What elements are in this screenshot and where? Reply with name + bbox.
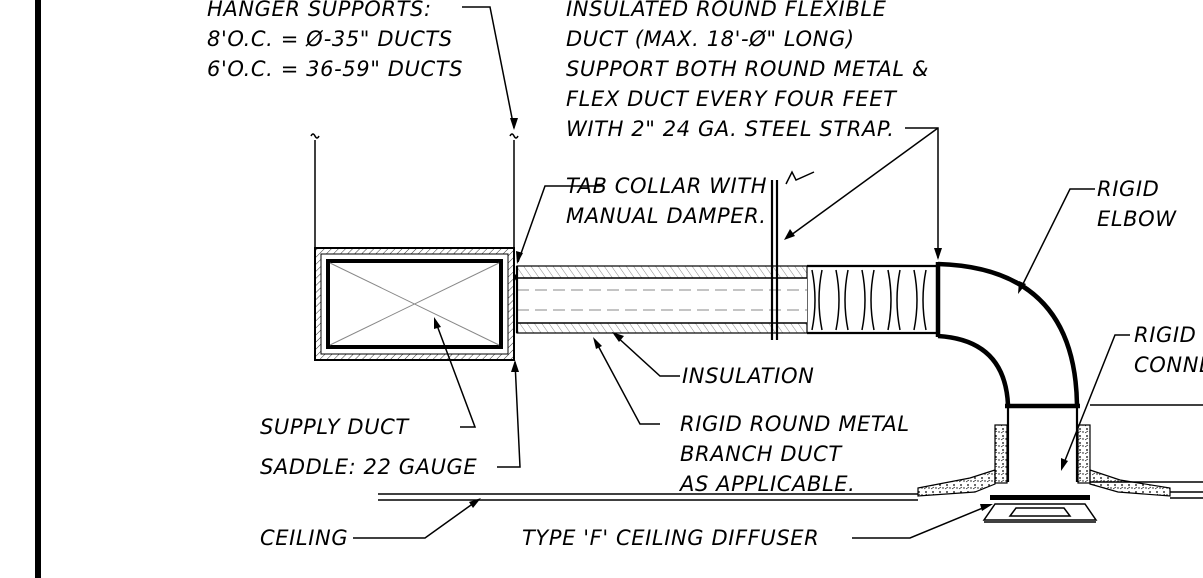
ceiling-line bbox=[378, 491, 1203, 501]
label-hanger-2: 8'O.C. = Ø-35" DUCTS bbox=[207, 27, 453, 51]
label-branch-3: AS APPLICABLE. bbox=[678, 472, 855, 496]
label-rigid-elbow-1: RIGID bbox=[1097, 177, 1159, 201]
label-flex-2: DUCT (MAX. 18'-Ø" LONG) bbox=[566, 27, 855, 51]
label-flex-4: FLEX DUCT EVERY FOUR FEET bbox=[566, 87, 898, 111]
ceiling-diffuser bbox=[982, 495, 1098, 523]
hanger-rods bbox=[310, 133, 519, 248]
branch-duct bbox=[515, 265, 808, 334]
supply-duct bbox=[314, 247, 515, 361]
label-branch-2: BRANCH DUCT bbox=[680, 442, 843, 466]
label-tab-collar-2: MANUAL DAMPER. bbox=[566, 204, 767, 228]
label-flex-5: WITH 2" 24 GA. STEEL STRAP. bbox=[566, 117, 895, 141]
label-ceiling: CEILING bbox=[260, 526, 348, 550]
label-rigid-conn-1: RIGID bbox=[1134, 323, 1196, 347]
label-hanger-3: 6'O.C. = 36-59" DUCTS bbox=[207, 57, 463, 81]
label-tab-collar-1: TAB COLLAR WITH bbox=[566, 174, 767, 198]
label-supply-duct: SUPPLY DUCT bbox=[260, 415, 410, 439]
label-hanger-1: HANGER SUPPORTS: bbox=[207, 0, 432, 21]
label-flex-3: SUPPORT BOTH ROUND METAL & bbox=[566, 57, 929, 81]
rigid-elbow bbox=[937, 261, 1080, 409]
flex-duct bbox=[807, 262, 941, 337]
label-flex-1: INSULATED ROUND FLEXIBLE bbox=[566, 0, 887, 21]
label-diffuser: TYPE 'F' CEILING DIFFUSER bbox=[522, 526, 819, 550]
label-rigid-conn-2: CONNE bbox=[1134, 353, 1203, 377]
leader-arrowheads bbox=[434, 118, 1068, 511]
steel-strap bbox=[770, 170, 815, 340]
label-insulation: INSULATION bbox=[682, 364, 814, 388]
rigid-connection bbox=[917, 404, 1203, 497]
label-saddle: SADDLE: 22 GAUGE bbox=[260, 455, 477, 479]
label-branch-1: RIGID ROUND METAL bbox=[680, 412, 910, 436]
label-rigid-elbow-2: ELBOW bbox=[1097, 207, 1177, 231]
leader-lines bbox=[353, 6, 1130, 539]
annotations: HANGER SUPPORTS: 8'O.C. = Ø-35" DUCTS 6'… bbox=[207, 0, 1203, 550]
